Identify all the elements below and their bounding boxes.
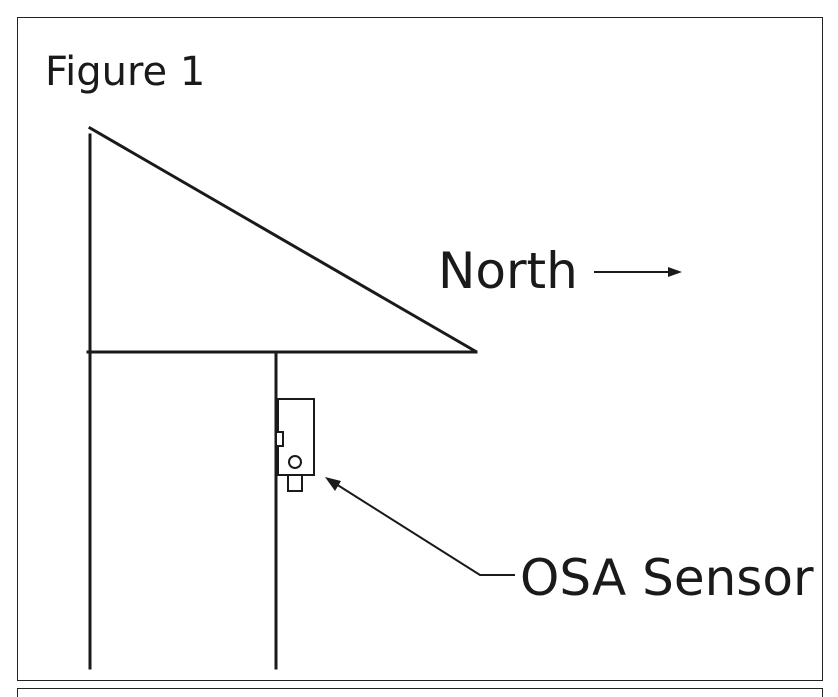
roof-diagonal-line bbox=[87, 125, 478, 354]
north-label: North bbox=[438, 242, 578, 300]
osa-sensor-icon bbox=[275, 398, 315, 492]
figure-title: Figure 1 bbox=[45, 49, 206, 95]
osa-sensor-label: OSA Sensor bbox=[520, 549, 814, 607]
sensor-leader-arrow-icon bbox=[325, 477, 515, 576]
north-arrow-icon bbox=[594, 267, 682, 277]
figure-frame bbox=[17, 17, 823, 681]
next-figure-frame-edge bbox=[17, 688, 823, 697]
